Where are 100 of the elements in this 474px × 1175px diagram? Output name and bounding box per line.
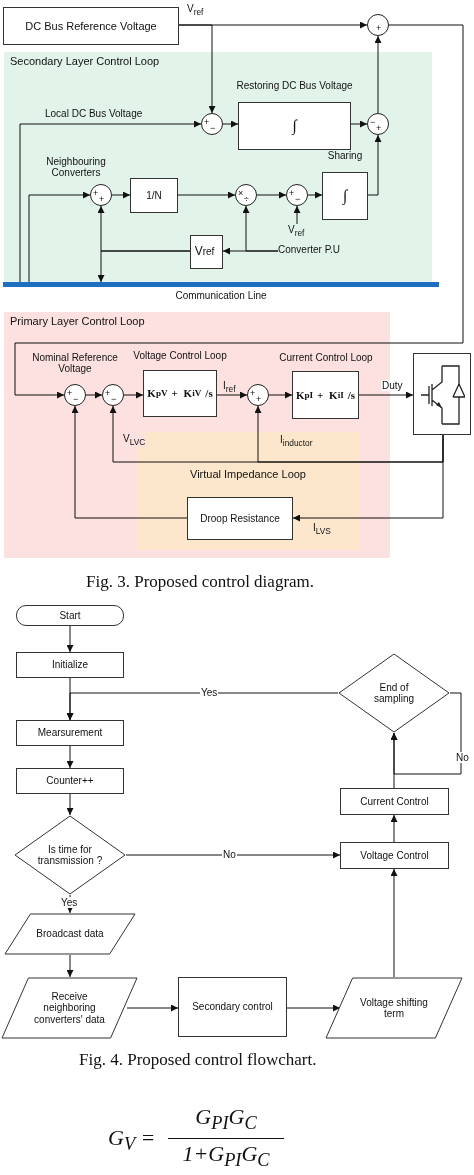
decision-text: End of sampling [373,681,415,705]
edge-label: Yes [60,897,79,908]
arrow [390,868,398,978]
arrow [358,391,414,399]
edge-label: Yes [200,687,219,698]
decision-text: Is time for transmission ? [36,843,104,867]
sign-label: + [99,195,105,205]
process-box: Voltage Control [340,842,449,869]
process-box: 1/N [130,178,178,213]
figure-caption: Fig. 3. Proposed control diagram. [86,572,315,592]
panel-title: Primary Layer Control Loop [10,315,145,328]
arrow [350,120,368,128]
arrow [66,793,74,816]
data-text: Voltage shifting term [359,996,429,1020]
sign-label: − [111,395,117,405]
summing-junction [367,113,389,135]
sign-label: + [93,189,99,199]
process-box: Droop Resistance [187,497,293,540]
edge-label: V$_{LVC}$ [122,433,147,448]
arrow [66,625,74,653]
arrow [66,692,339,721]
sign-label: + [256,395,262,405]
arrow [111,191,131,199]
equation-denominator: 1+G$_{PI}$G$_{C}$ [181,1141,271,1172]
sign-label: + [376,124,382,134]
arrow [126,1004,179,1012]
arrow [66,954,74,978]
edge-label: I$_{LVS}$ [312,522,332,537]
arrow [19,120,202,283]
summing-junction [286,184,308,206]
arrow [374,35,382,114]
sign-label: − [73,395,79,405]
bar-label: Communication Line [174,290,268,301]
arrow [268,391,293,399]
sign-label: − [370,118,376,128]
arrow [292,434,444,522]
sign-label: − [295,195,301,205]
arrow [254,405,444,463]
arrow [390,814,398,843]
process-box: Mearsurement [16,720,124,746]
block-heading: Voltage Control Loop [132,350,228,361]
summing-junction [102,384,124,406]
arrow [71,405,188,519]
edge-label: I$_{ref}$ [222,380,237,395]
process-box: Secondary control [178,977,287,1037]
block-heading: Restoring DC Bus Voltage [235,80,354,91]
equation-numerator: G$_{PI}$G$_{C}$ [194,1104,258,1135]
edge-label: I$_{inductor}$ [279,434,314,449]
data-text: Receive neighboring converters' data [33,990,106,1026]
arrow [66,745,74,769]
edge-label: No [455,752,470,763]
sign-label: + [250,389,256,399]
sign-label: + [105,389,111,399]
summing-junction [247,384,269,406]
edge-label: Duty [381,380,404,391]
data-text: Broadcast data [36,928,104,940]
panel-title: Secondary Layer Control Loop [10,55,160,68]
arrow [307,191,323,199]
arrow [28,191,91,283]
summing-junction [90,184,112,206]
input-label: Converter P.U [278,244,348,257]
sign-label: × [238,189,244,199]
process-box: Initialize [16,652,124,678]
summing-junction [201,113,223,135]
arrow [123,391,144,399]
terminal-box: Start [16,605,124,626]
arrow [14,24,464,399]
edge-label: Local DC Bus Voltage [44,108,144,119]
block-heading: Sharing [326,150,364,161]
sign-label: + [204,118,210,128]
layer-panel [4,52,432,284]
summing-junction [235,184,257,206]
arrow [293,205,301,225]
process-box: Current Control [340,788,449,815]
figure-caption: Fig. 4. Proposed control flowchart. [79,1050,317,1070]
arrow [177,191,236,199]
arrow [216,391,248,399]
sign-label: + [376,24,382,34]
arrow [222,120,239,128]
arrow [178,24,216,114]
arrow [367,134,382,196]
arrow [256,191,287,199]
arrow [222,247,279,255]
arrow [286,1004,341,1012]
arrow [85,391,103,399]
arrow [125,851,341,859]
edge-label: V$_{ref}$ [186,3,205,18]
sign-label: + [67,389,73,399]
arrow [97,250,191,283]
sign-label: + [289,189,295,199]
sign-label: − [210,124,216,134]
process-box: DC Bus Reference Voltage [3,7,179,45]
sign-label: ÷ [244,195,249,205]
switch-block [413,353,471,435]
summing-junction [64,384,86,406]
block-heading: Current Control Loop [278,352,374,363]
summing-junction [367,14,389,36]
process-box: Counter++ [16,768,124,794]
panel-title: Virtual Impedance Loop [189,468,307,481]
arrow [390,692,462,775]
